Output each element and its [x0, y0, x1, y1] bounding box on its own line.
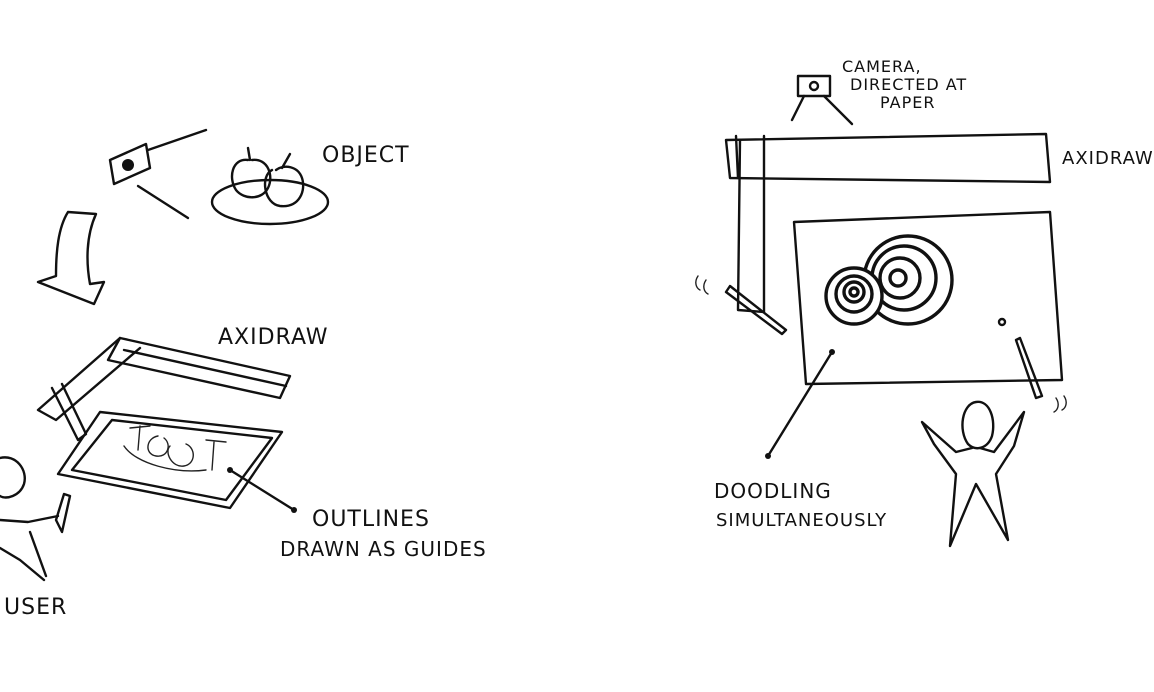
down-arrow-icon [36, 210, 106, 306]
outlines-label-line2: DRAWN AS GUIDES [280, 537, 487, 561]
outlines-pointer-line [227, 467, 297, 513]
left-camera-icon [108, 128, 208, 220]
object-label: OBJECT [322, 143, 410, 168]
doodling-person-icon [920, 400, 1026, 548]
user-label: USER [4, 595, 67, 620]
user-pen-right-icon [1014, 336, 1067, 413]
paper-sheet [792, 210, 1064, 386]
right-axidraw-label: AXIDRAW [1062, 148, 1154, 169]
robot-pen-icon [695, 275, 788, 336]
camera-label-line3: PAPER [880, 93, 935, 112]
left-axidraw-machine [36, 336, 292, 510]
user-figure-icon [0, 456, 60, 582]
doodling-pointer-line [765, 349, 835, 459]
left-panel: OBJECT AXIDRAW OUTLINES DRAWN AS GU [0, 128, 487, 620]
right-axidraw-machine [724, 132, 1052, 314]
right-panel: CAMERA, DIRECTED AT PAPER AXIDRAW [695, 57, 1154, 548]
outlines-label-line1: OUTLINES [312, 507, 430, 532]
camera-label-line1: CAMERA, [842, 57, 922, 76]
user-pen-icon [54, 492, 72, 534]
fruit-bowl-icon [210, 146, 330, 226]
camera-label-line2: DIRECTED AT [850, 75, 967, 94]
right-camera-icon [790, 74, 854, 126]
left-axidraw-label: AXIDRAW [218, 325, 329, 350]
doodle-circles [824, 234, 1007, 327]
doodling-label-line2: SIMULTANEOUSLY [716, 510, 887, 531]
doodling-label-line1: DOODLING [714, 479, 832, 503]
